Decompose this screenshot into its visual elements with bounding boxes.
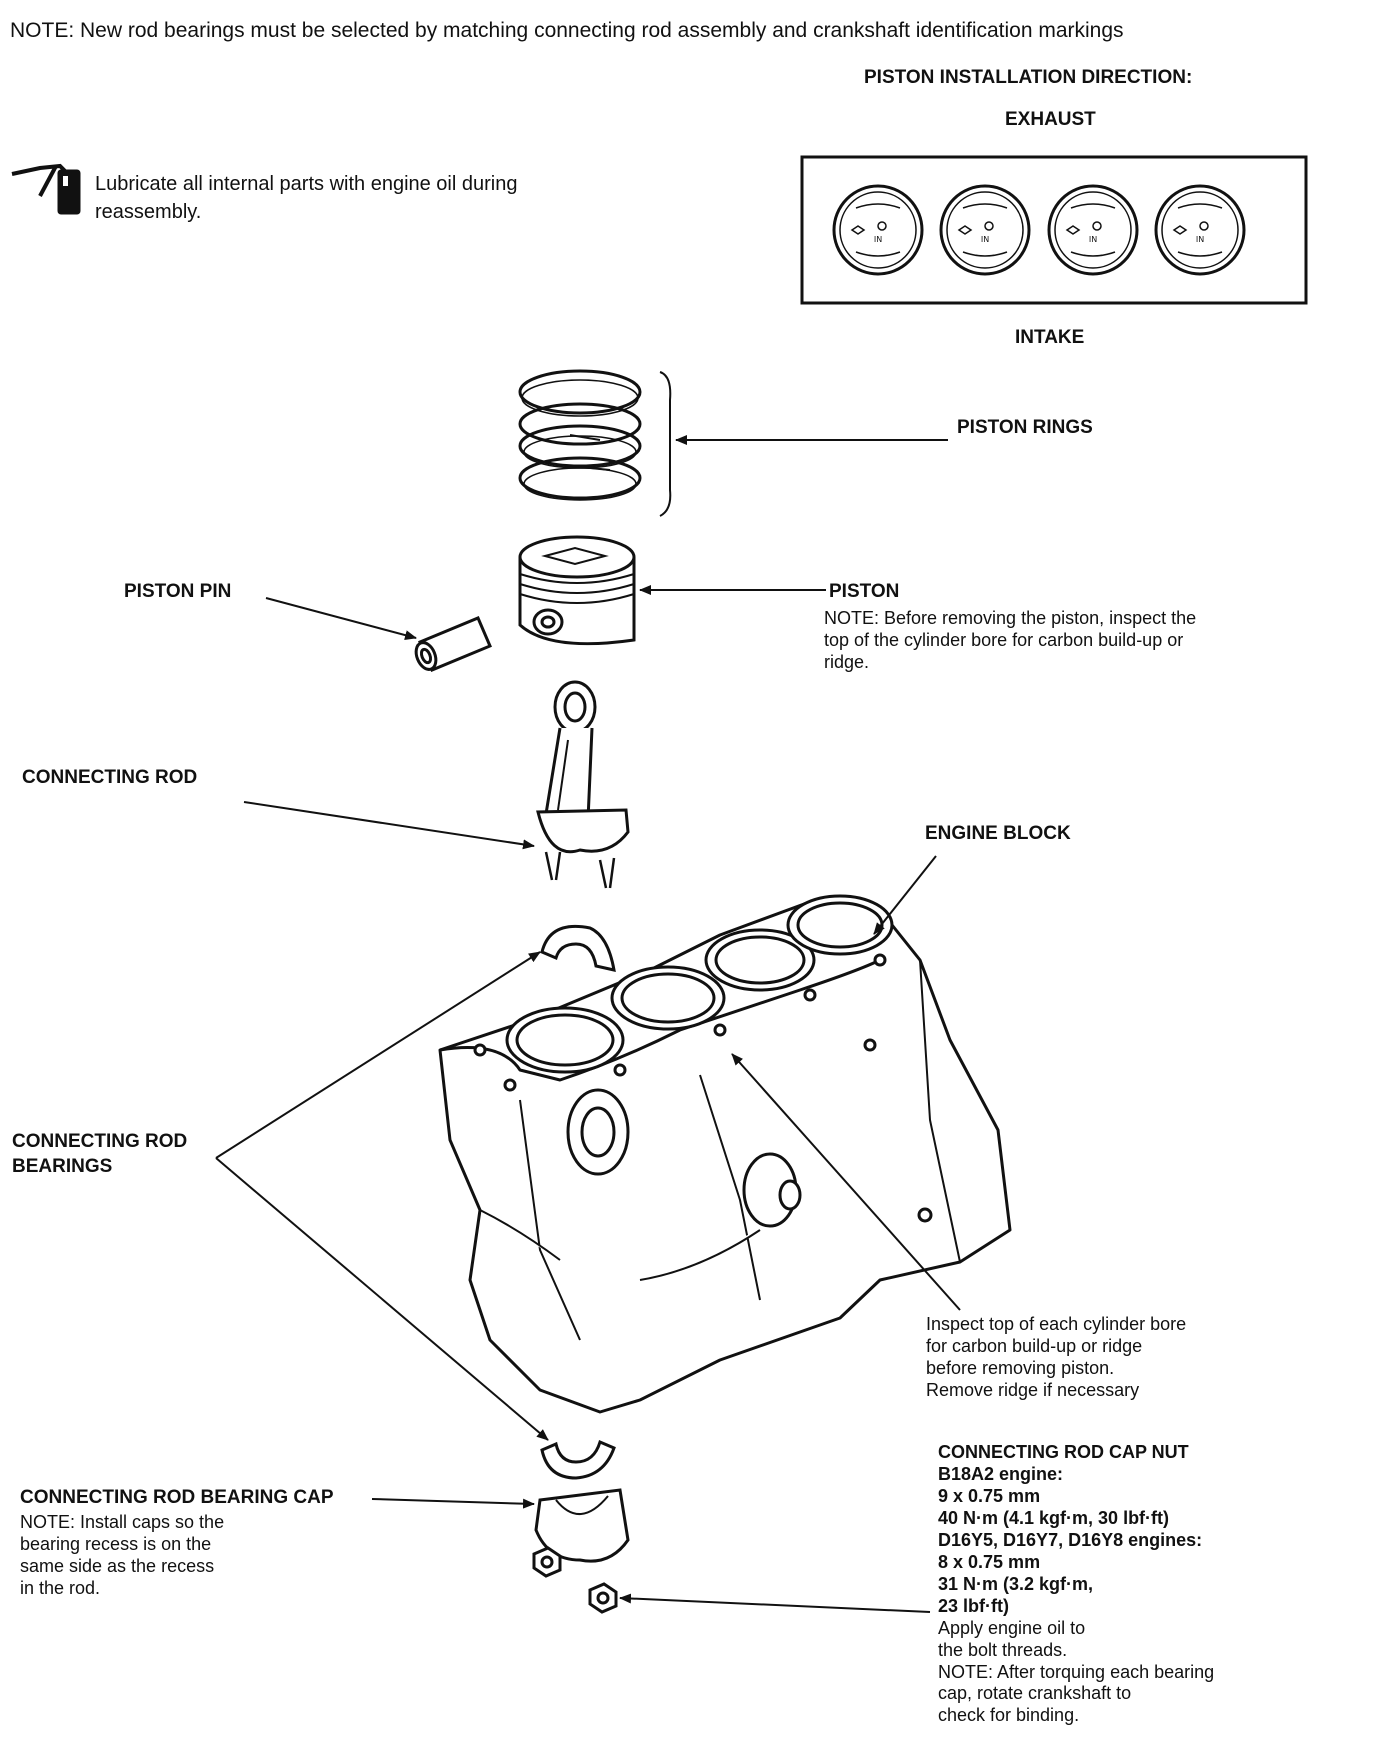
piston-mark-label: IN [1196,235,1204,244]
cap-note-line: NOTE: Install caps so the [20,1512,225,1532]
lower-bearing-drawing [540,1439,616,1480]
cap-nut-note-line: the bolt threads. [938,1639,1068,1660]
rod-bearings-leaders [215,951,549,1441]
engine-block-label: ENGINE BLOCK [925,823,1071,844]
piston-note-line: NOTE: Before removing the piston, inspec… [824,608,1197,628]
bearing-cap-label: CONNECTING ROD BEARING CAP [20,1487,334,1508]
cap-nut-title: CONNECTING ROD CAP NUT [938,1442,1189,1462]
rod-bearings-label-line-2: BEARINGS [12,1156,113,1177]
cap-nut-spec-line: 8 x 0.75 mm [938,1551,1041,1572]
cap-nut-note-line: Apply engine oil to [938,1617,1086,1638]
cap-nut-spec-line: D16Y5, D16Y7, D16Y8 engines: [938,1529,1203,1550]
piston-mark-label: IN [981,235,989,244]
cap-note-line: in the rod. [20,1577,101,1598]
piston-direction-box [800,155,1308,305]
cap-nut-icons [532,1546,618,1614]
cap-nut-spec-line: 40 N·m (4.1 kgf·m, 30 lbf·ft) [938,1507,1170,1528]
engine-block-leader [873,855,937,935]
piston-pin-label: PISTON PIN [124,581,232,602]
inspect-note-line: Remove ridge if necessary [926,1379,1140,1400]
cap-nut-note-line: cap, rotate crankshaft to [938,1683,1132,1704]
engine-block-drawing [438,894,1012,1414]
cap-nut-spec-line: 9 x 0.75 mm [938,1485,1041,1506]
cap-nut-spec: CONNECTING ROD CAP NUT B18A2 engine: 9 x… [938,1442,1214,1727]
piston-note-line: top of the cylinder bore for carbon buil… [824,629,1184,650]
cap-nut-leader [619,1593,931,1613]
piston-rings-drawing [518,369,642,501]
piston-pin-leader [265,597,417,640]
connecting-rod-drawing [536,680,630,889]
lubricate-line-2: reassembly. [95,201,202,223]
piston-mark-label: IN [1089,235,1097,244]
inspect-bore-note: Inspect top of each cylinder bore for ca… [926,1314,1186,1402]
piston-rings-bracket [659,371,672,517]
cap-nut-spec-line: 23 lbf·ft) [938,1595,1009,1616]
piston-top-view: IN [1047,184,1139,276]
piston-pin-drawing [414,616,492,672]
bearing-cap-note: NOTE: Install caps so the bearing recess… [20,1512,224,1600]
connecting-rod-label: CONNECTING ROD [22,767,198,788]
piston-top-view: IN [1154,184,1246,276]
cap-note-line: bearing recess is on the [20,1533,212,1554]
exhaust-label: EXHAUST [1005,109,1096,130]
upper-bearing-drawing [540,924,616,972]
piston-label: PISTON [829,581,900,602]
piston-note-line: ridge. [824,651,870,672]
piston-direction-title: PISTON INSTALLATION DIRECTION: [864,67,1193,88]
top-note: NOTE: New rod bearings must be selected … [10,19,1124,42]
piston-drawing [518,535,636,646]
piston-mark-label: IN [874,235,882,244]
oil-can-icon [11,163,81,215]
connecting-rod-leader [243,801,535,850]
bearing-cap-leader [371,1498,535,1509]
cap-note-line: same side as the recess [20,1555,215,1576]
piston-rings-label: PISTON RINGS [957,417,1093,438]
rod-bearings-label-line-1: CONNECTING ROD [12,1131,188,1152]
bearing-cap-drawing [534,1488,630,1563]
cap-nut-spec-line: B18A2 engine: [938,1463,1064,1484]
inspect-bore-leader [731,1053,961,1311]
piston-note: NOTE: Before removing the piston, inspec… [824,608,1196,674]
inspect-note-line: before removing piston. [926,1357,1115,1378]
piston-top-view: IN [939,184,1031,276]
piston-top-views: IN IN IN IN [832,184,1246,276]
inspect-note-line: for carbon build-up or ridge [926,1335,1143,1356]
cap-nut-note-line: check for binding. [938,1705,1080,1726]
cap-nut-note-line: NOTE: After torquing each bearing [938,1661,1215,1682]
inspect-note-line: Inspect top of each cylinder bore [926,1314,1187,1334]
piston-top-view: IN [832,184,924,276]
intake-label: INTAKE [1015,327,1085,348]
lubricate-line-1: Lubricate all internal parts with engine… [95,173,518,195]
cap-nut-spec-line: 31 N·m (3.2 kgf·m, [938,1573,1094,1594]
